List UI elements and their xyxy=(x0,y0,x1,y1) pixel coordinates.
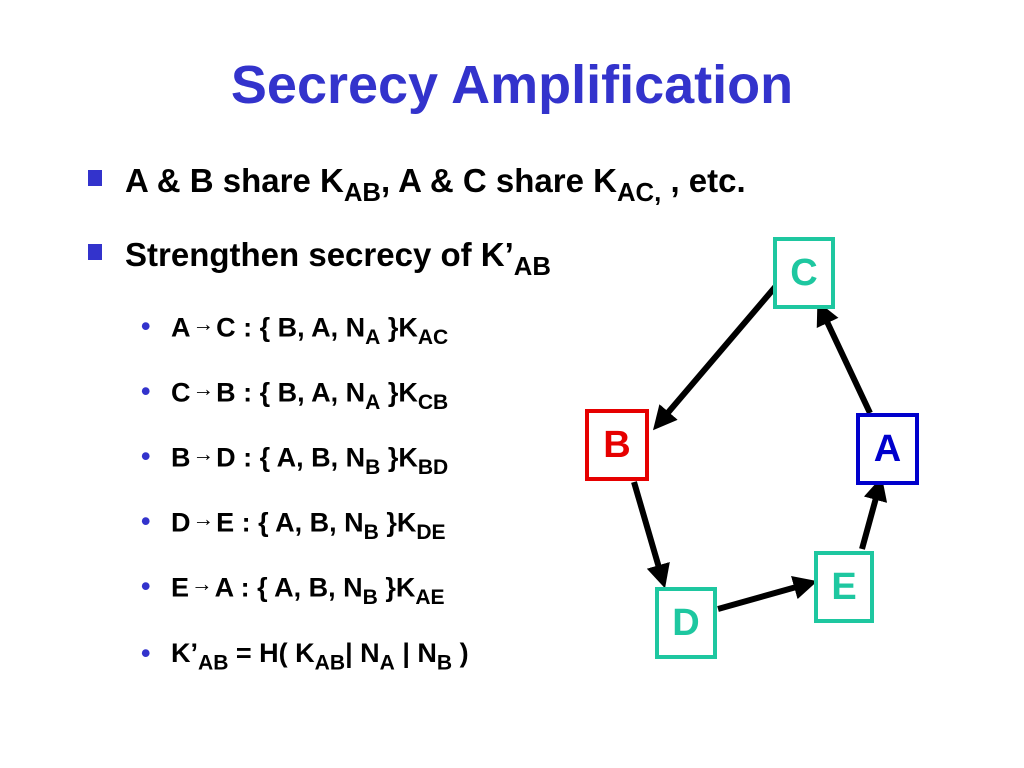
edge-d-to-e xyxy=(717,576,818,612)
subscript: AB xyxy=(513,253,551,281)
edge-b-to-d xyxy=(631,481,670,589)
key-subscript: AC xyxy=(417,325,449,349)
formula-text: K’AB = H( KAB| NA | NB ) xyxy=(171,638,469,674)
text-part: , etc. xyxy=(661,162,746,199)
dot-bullet-icon: • xyxy=(141,376,151,406)
text-part: | N xyxy=(394,638,437,668)
nonce-subscript: B xyxy=(365,455,381,479)
dot-bullet-icon: • xyxy=(141,311,151,341)
text-part: K’ xyxy=(171,638,198,668)
slide-title: Secrecy Amplification xyxy=(230,55,794,115)
text-part: ) xyxy=(452,638,469,668)
nonce-subscript: B xyxy=(362,585,378,609)
node-d: D xyxy=(655,587,717,659)
subscript: B xyxy=(436,651,453,675)
dot-bullet-icon: • xyxy=(141,638,151,668)
message-text: E→A : { A, B, NB }KAE xyxy=(171,571,445,608)
key-subscript: BD xyxy=(417,455,449,479)
text-part: E : { A, B, N xyxy=(216,507,364,538)
arrow-icon: → xyxy=(192,376,215,401)
edge-a-to-c xyxy=(816,301,873,415)
node-b: B xyxy=(585,409,649,481)
bullet-text: A & B share KAB, A & C share KAC, , etc. xyxy=(125,162,746,206)
text-part: A : { A, B, N xyxy=(214,572,363,603)
arrow-icon: → xyxy=(191,571,213,596)
edge-c-to-b xyxy=(652,284,779,431)
text-part: }K xyxy=(377,572,416,603)
text-part: C : { B, A, N xyxy=(216,312,366,343)
subscript: AC, xyxy=(616,179,662,207)
text-part: }K xyxy=(380,377,418,408)
key-subscript: DE xyxy=(416,520,446,544)
arrow-icon: → xyxy=(192,441,215,466)
subscript: AB xyxy=(314,651,346,675)
node-a: A xyxy=(856,413,919,485)
key-subscript: AE xyxy=(415,585,445,609)
nonce-subscript: A xyxy=(365,325,381,349)
text-part: A & B share K xyxy=(125,162,344,199)
key-subscript: CB xyxy=(417,390,449,414)
text-part: D : { A, B, N xyxy=(216,442,366,473)
sender: E xyxy=(171,572,190,603)
text-part: = H( K xyxy=(228,638,315,668)
message-text: B→D : { A, B, NB }KBD xyxy=(171,441,448,478)
subscript: AB xyxy=(343,179,382,207)
dot-bullet-icon: • xyxy=(141,506,151,536)
dot-bullet-icon: • xyxy=(141,571,151,601)
text-part: , A & C share K xyxy=(381,162,617,199)
message-text: A→C : { B, A, NA }KAC xyxy=(171,311,448,348)
text-part: }K xyxy=(378,507,417,538)
text-part: Strengthen secrecy of K’ xyxy=(125,236,514,273)
text-part: B : { B, A, N xyxy=(216,377,366,408)
node-e: E xyxy=(814,551,874,623)
sender: C xyxy=(171,377,191,408)
text-part: }K xyxy=(380,442,418,473)
sender: B xyxy=(171,442,191,473)
dot-bullet-icon: • xyxy=(141,441,151,471)
nonce-subscript: A xyxy=(365,390,381,414)
subscript: AB xyxy=(198,651,229,675)
text-part: | N xyxy=(345,638,380,668)
subscript: A xyxy=(379,651,395,675)
nonce-subscript: B xyxy=(363,520,379,544)
arrow-icon: → xyxy=(192,506,215,531)
square-bullet-icon xyxy=(88,170,102,186)
node-c: C xyxy=(773,237,835,309)
edge-e-to-a xyxy=(859,476,888,550)
bullet-text: Strengthen secrecy of K’AB xyxy=(125,236,551,280)
sender: D xyxy=(171,507,191,538)
message-text: C→B : { B, A, NA }KCB xyxy=(171,376,448,413)
square-bullet-icon xyxy=(88,244,102,260)
sender: A xyxy=(171,312,191,343)
message-text: D→E : { A, B, NB }KDE xyxy=(171,506,446,543)
arrow-icon: → xyxy=(192,311,215,336)
text-part: }K xyxy=(380,312,418,343)
